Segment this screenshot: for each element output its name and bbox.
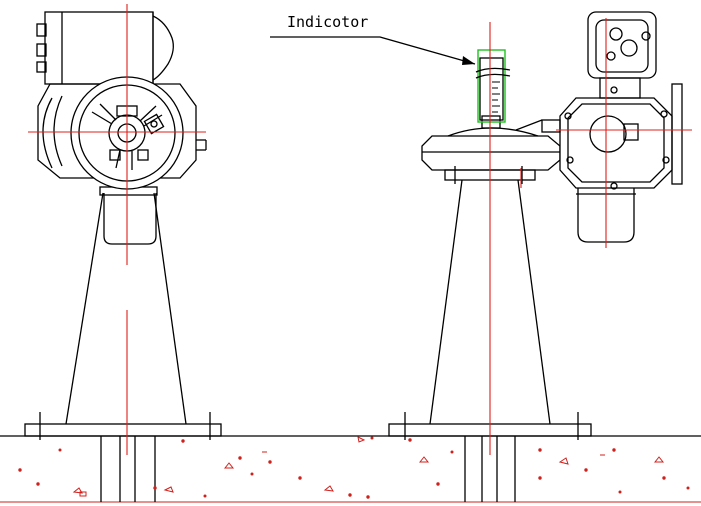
left-actuator [24, 4, 222, 455]
right-motor-head [587, 11, 657, 99]
ground-slab [0, 435, 701, 503]
right-actuator [388, 11, 692, 455]
right-centerlines [489, 18, 692, 455]
indicator-green-box [477, 49, 506, 123]
right-gearbox [515, 83, 683, 190]
left-motor [36, 11, 174, 85]
left-base-plate [24, 423, 222, 437]
left-pedestal [65, 186, 187, 425]
left-centerlines [28, 4, 206, 455]
left-pillar-slot [100, 436, 156, 502]
left-lower-housing [103, 193, 157, 245]
position-window-icon [606, 27, 651, 61]
position-indicator [475, 49, 511, 123]
right-pillar-slot [464, 436, 516, 502]
left-gearbox [37, 83, 207, 179]
indicator-label: Indicotor [287, 13, 368, 31]
leader-arrow-icon [462, 56, 475, 65]
concrete-hatch [18, 436, 690, 499]
right-valve-flange [421, 115, 561, 171]
indicator-callout: Indicotor [270, 13, 476, 65]
leader-line [270, 36, 476, 65]
